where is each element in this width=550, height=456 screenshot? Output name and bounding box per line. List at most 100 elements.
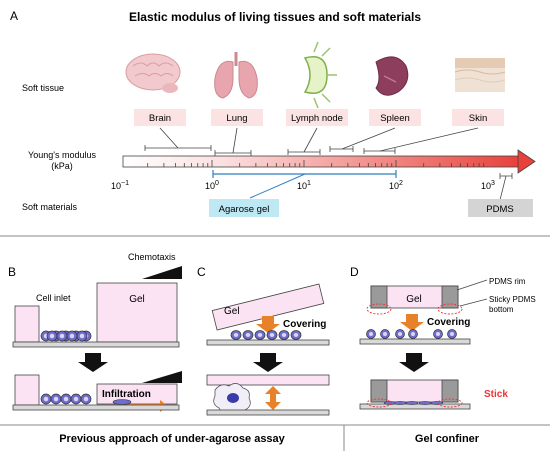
cell-nucleus xyxy=(397,331,403,337)
cell-nucleus xyxy=(83,396,89,402)
pdms-rim-right-2 xyxy=(441,379,459,403)
modulus-arrow xyxy=(122,149,536,174)
stick-marker-left xyxy=(366,398,392,408)
cell-nucleus xyxy=(69,333,75,339)
covering-label-d: Covering xyxy=(427,317,470,328)
substrate xyxy=(12,341,180,348)
flattened-cell xyxy=(405,401,419,405)
gel-label: Gel xyxy=(129,294,145,305)
stick-marker-right xyxy=(437,398,463,408)
footer-right-caption: Gel confiner xyxy=(415,433,480,445)
migrating-cell xyxy=(112,399,132,405)
cell-nucleus xyxy=(49,333,55,339)
down-arrow-icon-d xyxy=(399,353,429,372)
tissue-label-box xyxy=(134,109,186,126)
flattened-cell xyxy=(430,401,444,405)
cell-nucleus xyxy=(79,333,85,339)
agarose-gel-label: Agarose gel xyxy=(219,204,270,215)
infiltration-label: Infiltration xyxy=(102,389,151,400)
flattened-cell xyxy=(393,401,407,405)
cell-nucleus xyxy=(53,396,59,402)
inlet-gel-block-2 xyxy=(14,374,40,406)
lymph-node-icon xyxy=(303,41,337,109)
pdms-range xyxy=(499,173,513,201)
pdms-box xyxy=(468,199,533,217)
agarose-gel-box xyxy=(209,199,279,217)
inlet-gel-block xyxy=(14,305,40,343)
sticky-pdms-label: Sticky PDMS xyxy=(489,295,536,304)
cell-nucleus xyxy=(382,331,388,337)
down-arrow-icon-c xyxy=(253,353,283,372)
cell-nucleus xyxy=(63,396,69,402)
tissue-label-box xyxy=(286,109,348,126)
chemotaxis-label: Chemotaxis xyxy=(128,252,176,262)
cell-nucleus xyxy=(245,332,251,338)
gel-sheet-c xyxy=(206,374,330,386)
tissue-label: Spleen xyxy=(380,113,410,124)
panel-a-title: Elastic modulus of living tissues and so… xyxy=(129,10,421,24)
gradient-wedge-icon xyxy=(142,371,182,383)
sticky-bottom-right xyxy=(437,303,463,315)
soft-materials-label: Soft materials xyxy=(22,202,78,212)
panel-b-letter: B xyxy=(8,265,16,279)
brain-icon xyxy=(125,53,181,93)
panel-a-letter: A xyxy=(10,9,18,23)
chemotaxis-gradient-icon xyxy=(142,266,182,279)
youngs-modulus-unit: (kPa) xyxy=(51,161,73,171)
cell-nucleus xyxy=(368,331,374,337)
stick-label: Stick xyxy=(484,389,508,400)
tissue-label: Brain xyxy=(149,113,171,124)
pdms-label: PDMS xyxy=(486,204,513,215)
sticky-bottom-left xyxy=(366,303,392,315)
pdms-rim-right xyxy=(441,285,459,309)
cell-nucleus xyxy=(435,331,441,337)
soft-tissue-label: Soft tissue xyxy=(22,83,64,93)
sticky-bottom-label: bottom xyxy=(489,305,514,314)
agarose-range xyxy=(212,170,397,199)
youngs-modulus-label: Young's modulus xyxy=(28,150,96,160)
cell-nucleus xyxy=(269,332,275,338)
panel-c-letter: C xyxy=(197,265,206,279)
substrate-c xyxy=(206,339,330,346)
flattened-cell xyxy=(418,401,432,405)
cell-nucleus xyxy=(43,396,49,402)
pdms-rim-left-2 xyxy=(370,379,388,403)
tissue-label-box xyxy=(452,109,504,126)
spleen-icon xyxy=(375,56,409,96)
cell-nucleus xyxy=(281,332,287,338)
cell-nucleus xyxy=(233,332,239,338)
tissue-label-box xyxy=(211,109,263,126)
cell-nucleus xyxy=(59,333,65,339)
covering-arrow-icon-d xyxy=(400,314,424,331)
footer-left-caption: Previous approach of under-agarose assay xyxy=(59,433,285,445)
tissue-label: Lung xyxy=(226,113,247,124)
tissue-label: Skin xyxy=(469,113,487,124)
confined-cell-icon xyxy=(213,383,251,414)
substrate-2 xyxy=(12,404,180,411)
substrate-d xyxy=(359,338,471,345)
pdms-rim-label: PDMS rim xyxy=(489,277,526,286)
tick-label: 101 xyxy=(297,180,311,191)
compression-arrow-icon xyxy=(265,386,281,410)
lung-icon xyxy=(214,52,258,99)
substrate-c2 xyxy=(206,409,330,416)
pdms-rim-leader xyxy=(456,279,488,291)
covering-label-c: Covering xyxy=(283,319,326,330)
tissue-label: Lymph node xyxy=(291,113,343,124)
cell-inlet-label: Cell inlet xyxy=(36,293,71,303)
cell-nucleus xyxy=(257,332,263,338)
tick-label: 103 xyxy=(481,180,495,191)
sticky-leader xyxy=(459,298,488,307)
cell-nucleus xyxy=(293,332,299,338)
skin-icon xyxy=(454,58,506,92)
cell-nucleus xyxy=(410,331,416,337)
panel-d-letter: D xyxy=(350,265,359,279)
covering-arrow-icon xyxy=(256,316,280,333)
down-arrow-icon xyxy=(78,353,108,372)
gel-label-c: Gel xyxy=(224,306,240,317)
tick-label: 102 xyxy=(389,180,403,191)
cell-nucleus xyxy=(449,331,455,337)
axis-ticks xyxy=(147,160,485,167)
